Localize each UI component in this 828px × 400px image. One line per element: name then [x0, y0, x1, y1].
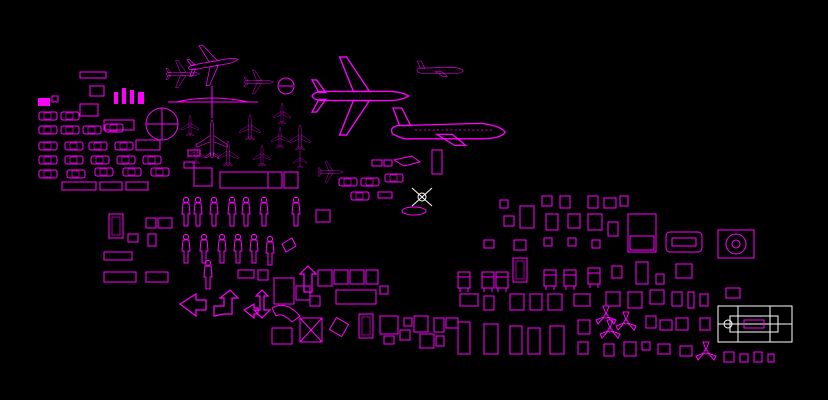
- car-icon: [38, 71, 201, 191]
- people-blocks[interactable]: [181, 167, 301, 290]
- furniture-blocks-left[interactable]: [103, 209, 331, 283]
- person-icon: [181, 167, 301, 290]
- aircraft-blocks[interactable]: [165, 38, 506, 216]
- furniture-blocks[interactable]: [457, 195, 755, 361]
- arrow-blocks[interactable]: [178, 265, 318, 320]
- airplane-icon: [165, 38, 506, 216]
- target-marker-icon: [411, 187, 433, 207]
- vehicle-blocks[interactable]: [38, 71, 201, 191]
- furniture-blocks-middle[interactable]: [271, 269, 459, 349]
- chair-icon: [457, 195, 755, 357]
- arrow-icon: [178, 265, 318, 320]
- equipment-blocks[interactable]: [717, 305, 793, 363]
